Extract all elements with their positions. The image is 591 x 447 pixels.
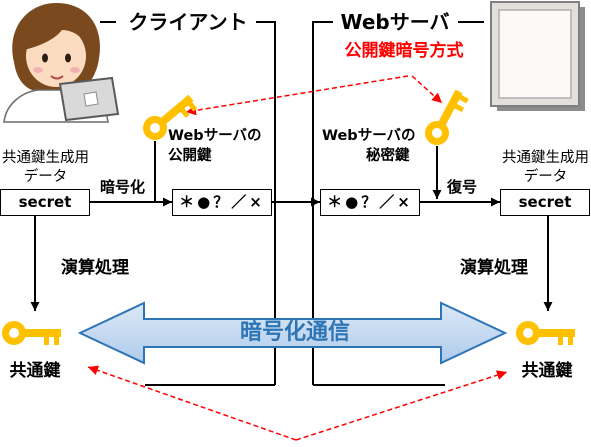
public-key-scheme-arrow-left [185,75,409,116]
public-key-label-line1: Webサーバの [168,128,262,144]
client-common-key-icon [2,321,61,345]
server-title: Webサーバ [340,10,450,34]
server-common-key-icon [516,321,575,345]
private-key-label-line1: Webサーバの [322,128,416,144]
client-frame [100,21,276,386]
client-process-label: 演算処理 [61,258,129,278]
server-seed-label-line2: データ [523,169,568,185]
server-seed-label-line1: 共通鍵生成用 [502,150,589,166]
client-ciphertext-box: ＊●？／× [172,189,272,216]
server-icon [490,1,585,111]
client-ciphertext: ＊●？／× [179,193,265,211]
client-seed-box: secret [0,189,90,216]
server-seed-box: secret [500,189,590,216]
server-seed-value: secret [518,193,572,211]
private-key-label-line2: 秘密鍵 [366,148,410,164]
person-left-blush [33,67,43,73]
client-seed-label-line2: データ [23,169,68,185]
public-key-label-line2: 公開鍵 [168,148,212,164]
client-seed-value: secret [18,193,72,211]
client-title: クライアント [128,10,248,34]
common-key-arrow-right [295,370,508,441]
server-ciphertext: ＊●？／× [327,193,413,211]
person-left-eye [42,53,48,63]
person-right-eye [65,53,71,63]
server-front-panel [498,9,572,99]
encrypted-channel-arrow [77,301,508,365]
decrypt-label: 復号 [447,178,478,196]
server-process-label: 演算処理 [460,258,528,278]
public-key-scheme-arrow-right [411,75,443,104]
client-common-key-label: 共通鍵 [9,361,61,381]
client-seed-label-line1: 共通鍵生成用 [2,150,89,166]
private-key-icon [420,85,470,150]
server-ciphertext-box: ＊●？／× [320,189,420,216]
encrypted-channel-label: 暗号化通信 [239,320,350,345]
person-with-laptop-icon [3,2,120,123]
encrypt-label: 暗号化 [100,178,146,196]
person-mouth [50,75,64,80]
server-common-key-label: 共通鍵 [521,361,573,381]
public-key-scheme-label: 公開鍵暗号方式 [344,41,464,61]
common-key-arrow-left [87,365,297,441]
server-frame [312,21,484,386]
person-right-blush [70,67,80,73]
laptop-logo [83,91,99,107]
person-bangs [24,12,91,50]
